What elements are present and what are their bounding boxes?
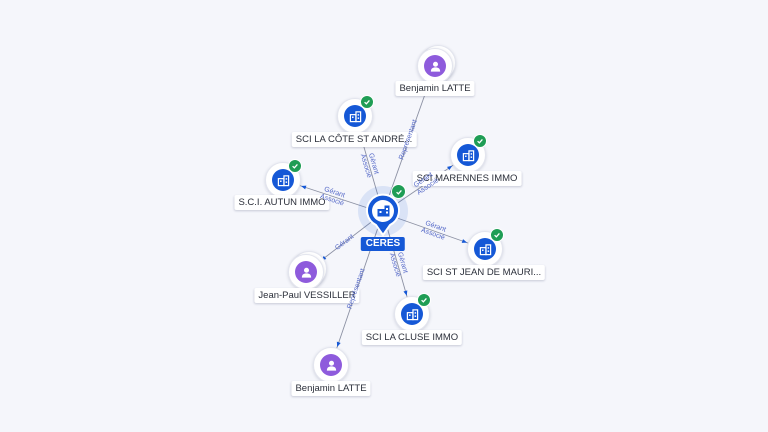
node-label[interactable]: Benjamin LATTE xyxy=(291,381,371,396)
node-label[interactable]: SCI LA CLUSE IMMO xyxy=(361,330,463,345)
person-icon xyxy=(424,55,446,77)
edge-arrow xyxy=(403,290,408,296)
edge-arrow xyxy=(336,341,341,348)
node-sci-st-jean[interactable] xyxy=(465,228,505,269)
company-building-icon xyxy=(474,238,496,260)
node-jean-paul[interactable] xyxy=(286,251,327,292)
company-building-icon xyxy=(366,193,400,237)
center-node[interactable] xyxy=(358,184,408,237)
node-sci-autun[interactable] xyxy=(263,159,303,200)
verified-check-icon xyxy=(417,293,431,307)
edge-arrow xyxy=(301,185,307,190)
edge-arrow xyxy=(461,239,468,243)
node-label[interactable]: SCI MARENNES IMMO xyxy=(412,171,522,186)
verified-check-icon xyxy=(391,184,406,199)
verified-check-icon xyxy=(473,134,487,148)
company-building-icon xyxy=(401,303,423,325)
person-icon xyxy=(320,354,342,376)
node-label[interactable]: SCI LA CÔTE ST ANDRÉ... xyxy=(291,132,417,147)
person-icon xyxy=(295,261,317,283)
verified-check-icon xyxy=(360,95,374,109)
company-building-icon xyxy=(344,105,366,127)
edge-arrow xyxy=(447,165,453,171)
company-building-icon xyxy=(457,144,479,166)
center-label[interactable]: CERES xyxy=(360,237,406,251)
company-building-icon xyxy=(272,169,294,191)
node-benjamin-bottom[interactable] xyxy=(311,345,351,385)
node-sci-marennes[interactable] xyxy=(448,134,488,175)
verified-check-icon xyxy=(490,228,504,242)
node-sci-cluse[interactable] xyxy=(392,293,432,334)
verified-check-icon xyxy=(288,159,302,173)
node-label[interactable]: SCI ST JEAN DE MAURI... xyxy=(422,265,546,280)
node-benjamin-top[interactable] xyxy=(415,45,456,86)
node-label[interactable]: Jean-Paul VESSILLER xyxy=(254,288,360,303)
node-sci-cote[interactable] xyxy=(335,95,375,136)
node-label[interactable]: Benjamin LATTE xyxy=(395,81,475,96)
node-label[interactable]: S.C.I. AUTUN IMMO xyxy=(234,195,330,210)
